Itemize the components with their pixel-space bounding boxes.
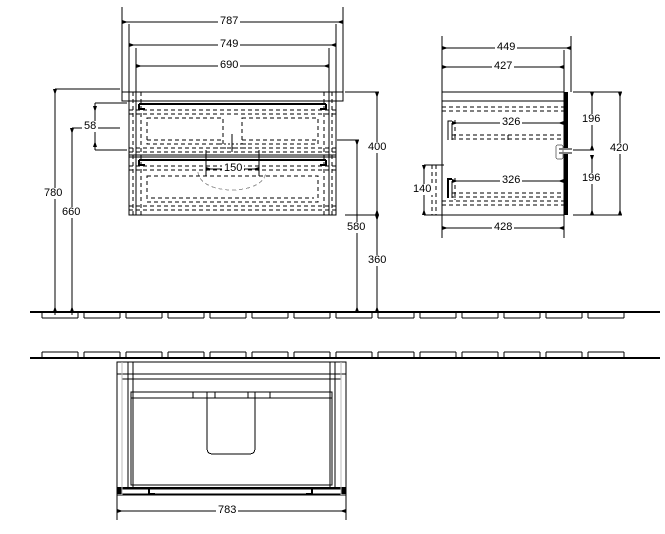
dim-label-428: 428 <box>492 221 515 233</box>
arrow-150-left <box>206 166 212 171</box>
dim-label-690: 690 <box>218 59 241 71</box>
arrow-660-top <box>69 128 74 134</box>
arrow-140-bottom <box>421 209 426 215</box>
dim-label-449: 449 <box>495 41 518 53</box>
arrow-140-top <box>421 165 426 171</box>
arrow-58-top <box>92 106 97 112</box>
dim-label-196-lower: 196 <box>580 172 603 184</box>
dim-label-783: 783 <box>216 504 239 516</box>
arrow-326-upper-left <box>452 120 458 125</box>
arrow-360-bottom <box>374 306 379 312</box>
arrow-427-right <box>558 64 564 69</box>
arrow-326-lower-left <box>452 178 458 183</box>
arrow-783-right <box>340 508 346 513</box>
arrow-749-right <box>330 42 336 47</box>
arrow-326-lower-right <box>558 178 564 183</box>
arrow-58-bottom <box>92 141 97 147</box>
dim-label-400: 400 <box>366 141 389 153</box>
arrow-690-right <box>323 63 329 68</box>
arrow-580-top <box>354 140 359 146</box>
arrow-420-bottom <box>617 209 622 215</box>
arrow-420-top <box>617 92 622 98</box>
arrow-360-top <box>374 215 379 221</box>
arrow-326-upper-right <box>558 120 564 125</box>
dim-label-787: 787 <box>218 15 241 27</box>
dim-label-427: 427 <box>492 60 515 72</box>
dim-label-196-upper: 196 <box>580 113 603 125</box>
dim-label-660: 660 <box>60 206 83 218</box>
dim-label-420: 420 <box>608 142 631 154</box>
arrow-196-upper-top <box>589 92 594 98</box>
arrow-580-bottom <box>354 306 359 312</box>
arrow-196-lower-bottom <box>589 209 594 215</box>
arrow-449-left <box>442 45 448 50</box>
dim-label-326-lower: 326 <box>500 174 523 186</box>
dim-label-326-upper: 326 <box>500 116 523 128</box>
arrow-196-lower-top <box>589 155 594 161</box>
dim-label-580: 580 <box>345 221 368 233</box>
dim-label-780: 780 <box>42 187 65 199</box>
arrow-780-bottom <box>52 306 57 312</box>
arrow-427-left <box>442 64 448 69</box>
arrow-780-top <box>52 89 57 95</box>
arrow-150-right <box>253 166 259 171</box>
arrow-428-left <box>442 225 448 230</box>
dim-label-360: 360 <box>366 254 389 266</box>
dim-label-58: 58 <box>82 120 99 132</box>
arrow-400-top <box>374 92 379 98</box>
arrow-783-left <box>117 508 123 513</box>
dim-label-749: 749 <box>218 38 241 50</box>
dim-label-140: 140 <box>411 183 434 195</box>
arrow-787-left <box>122 19 128 24</box>
arrow-787-right <box>337 19 343 24</box>
arrow-660-bottom <box>69 306 74 312</box>
arrow-196-upper-bottom <box>589 144 594 150</box>
arrow-690-left <box>136 63 142 68</box>
arrow-428-right <box>558 225 564 230</box>
dim-label-150: 150 <box>222 162 245 174</box>
arrow-449-right <box>565 45 571 50</box>
arrow-749-left <box>129 42 135 47</box>
arrow-400-bottom <box>374 209 379 215</box>
